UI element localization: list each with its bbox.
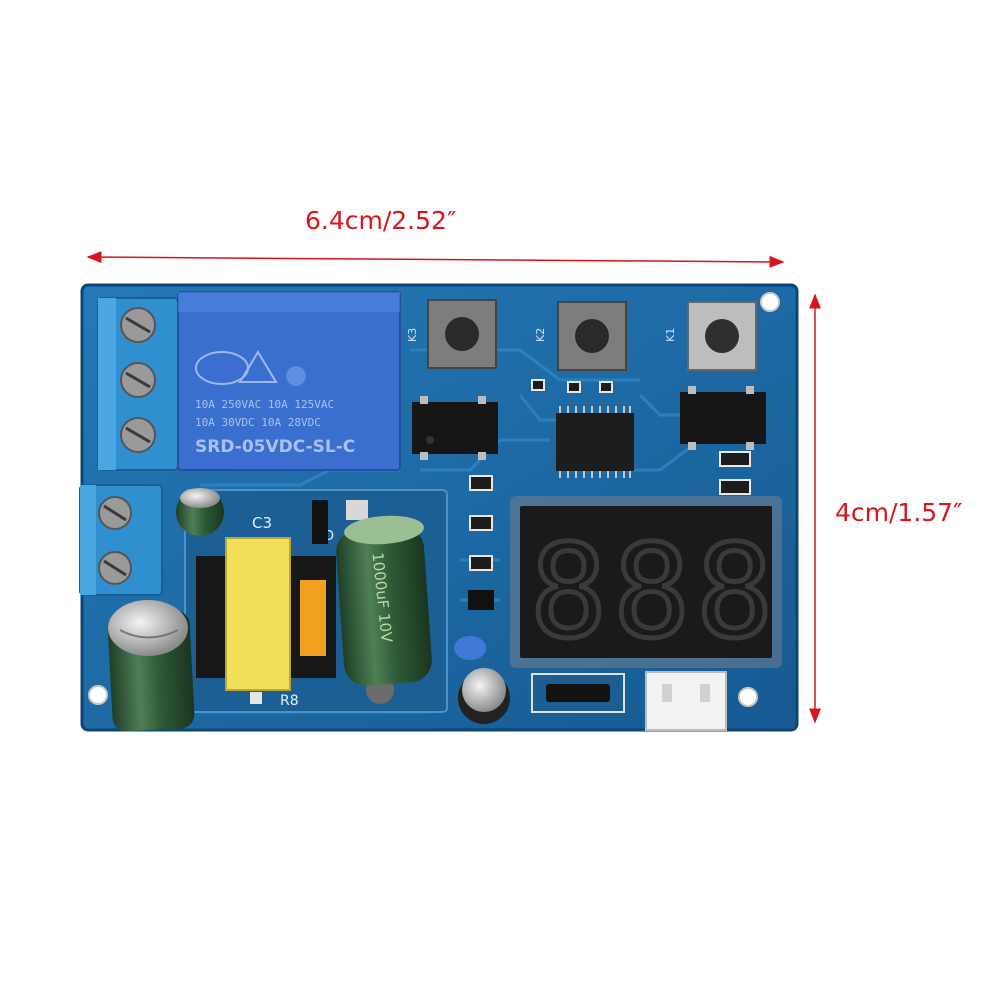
- silkscreen-c3: C3: [252, 514, 272, 532]
- electrolytic-capacitor-large: 1000uF 10V: [336, 515, 432, 686]
- smd-components: [420, 379, 751, 610]
- jst-connector: [645, 671, 727, 731]
- display-digits: 888: [530, 518, 779, 667]
- silkscreen-d: D: [324, 529, 334, 544]
- relay-rating-line-1: 10A 250VAC 10A 125VAC: [195, 398, 334, 411]
- microcontroller-chip: [556, 406, 634, 478]
- electrolytic-capacitor-bottom: [107, 600, 195, 732]
- button-k2-label: K2: [534, 328, 547, 342]
- button-k2: K2: [534, 301, 627, 371]
- relay-model-text: SRD-05VDC-SL-C: [195, 437, 355, 457]
- relay-output-terminal: [97, 297, 179, 471]
- button-k3: K3: [406, 299, 497, 369]
- width-dimension-label: 6.4cm/2.52″: [305, 206, 457, 235]
- jumper-header: [531, 673, 625, 713]
- relay: 10A 250VAC 10A 125VAC 10A 30VDC 10A 28VD…: [177, 291, 401, 471]
- power-input-terminal: [79, 484, 163, 596]
- ceramic-capacitor: [454, 636, 486, 660]
- height-dimension-label: 4cm/1.57″: [835, 498, 963, 527]
- small-capacitor: [458, 668, 510, 724]
- button-k3-label: K3: [406, 328, 419, 342]
- optocoupler-left: [412, 396, 498, 460]
- button-k1-label: K1: [664, 328, 677, 342]
- seven-segment-display: 888: [510, 496, 782, 670]
- optocoupler-right: [680, 386, 766, 450]
- relay-rating-line-2: 10A 30VDC 10A 28VDC: [195, 416, 321, 429]
- width-dimension-arrow: [86, 251, 785, 268]
- button-k1: K1: [664, 301, 757, 371]
- silkscreen-r8: R8: [280, 693, 299, 709]
